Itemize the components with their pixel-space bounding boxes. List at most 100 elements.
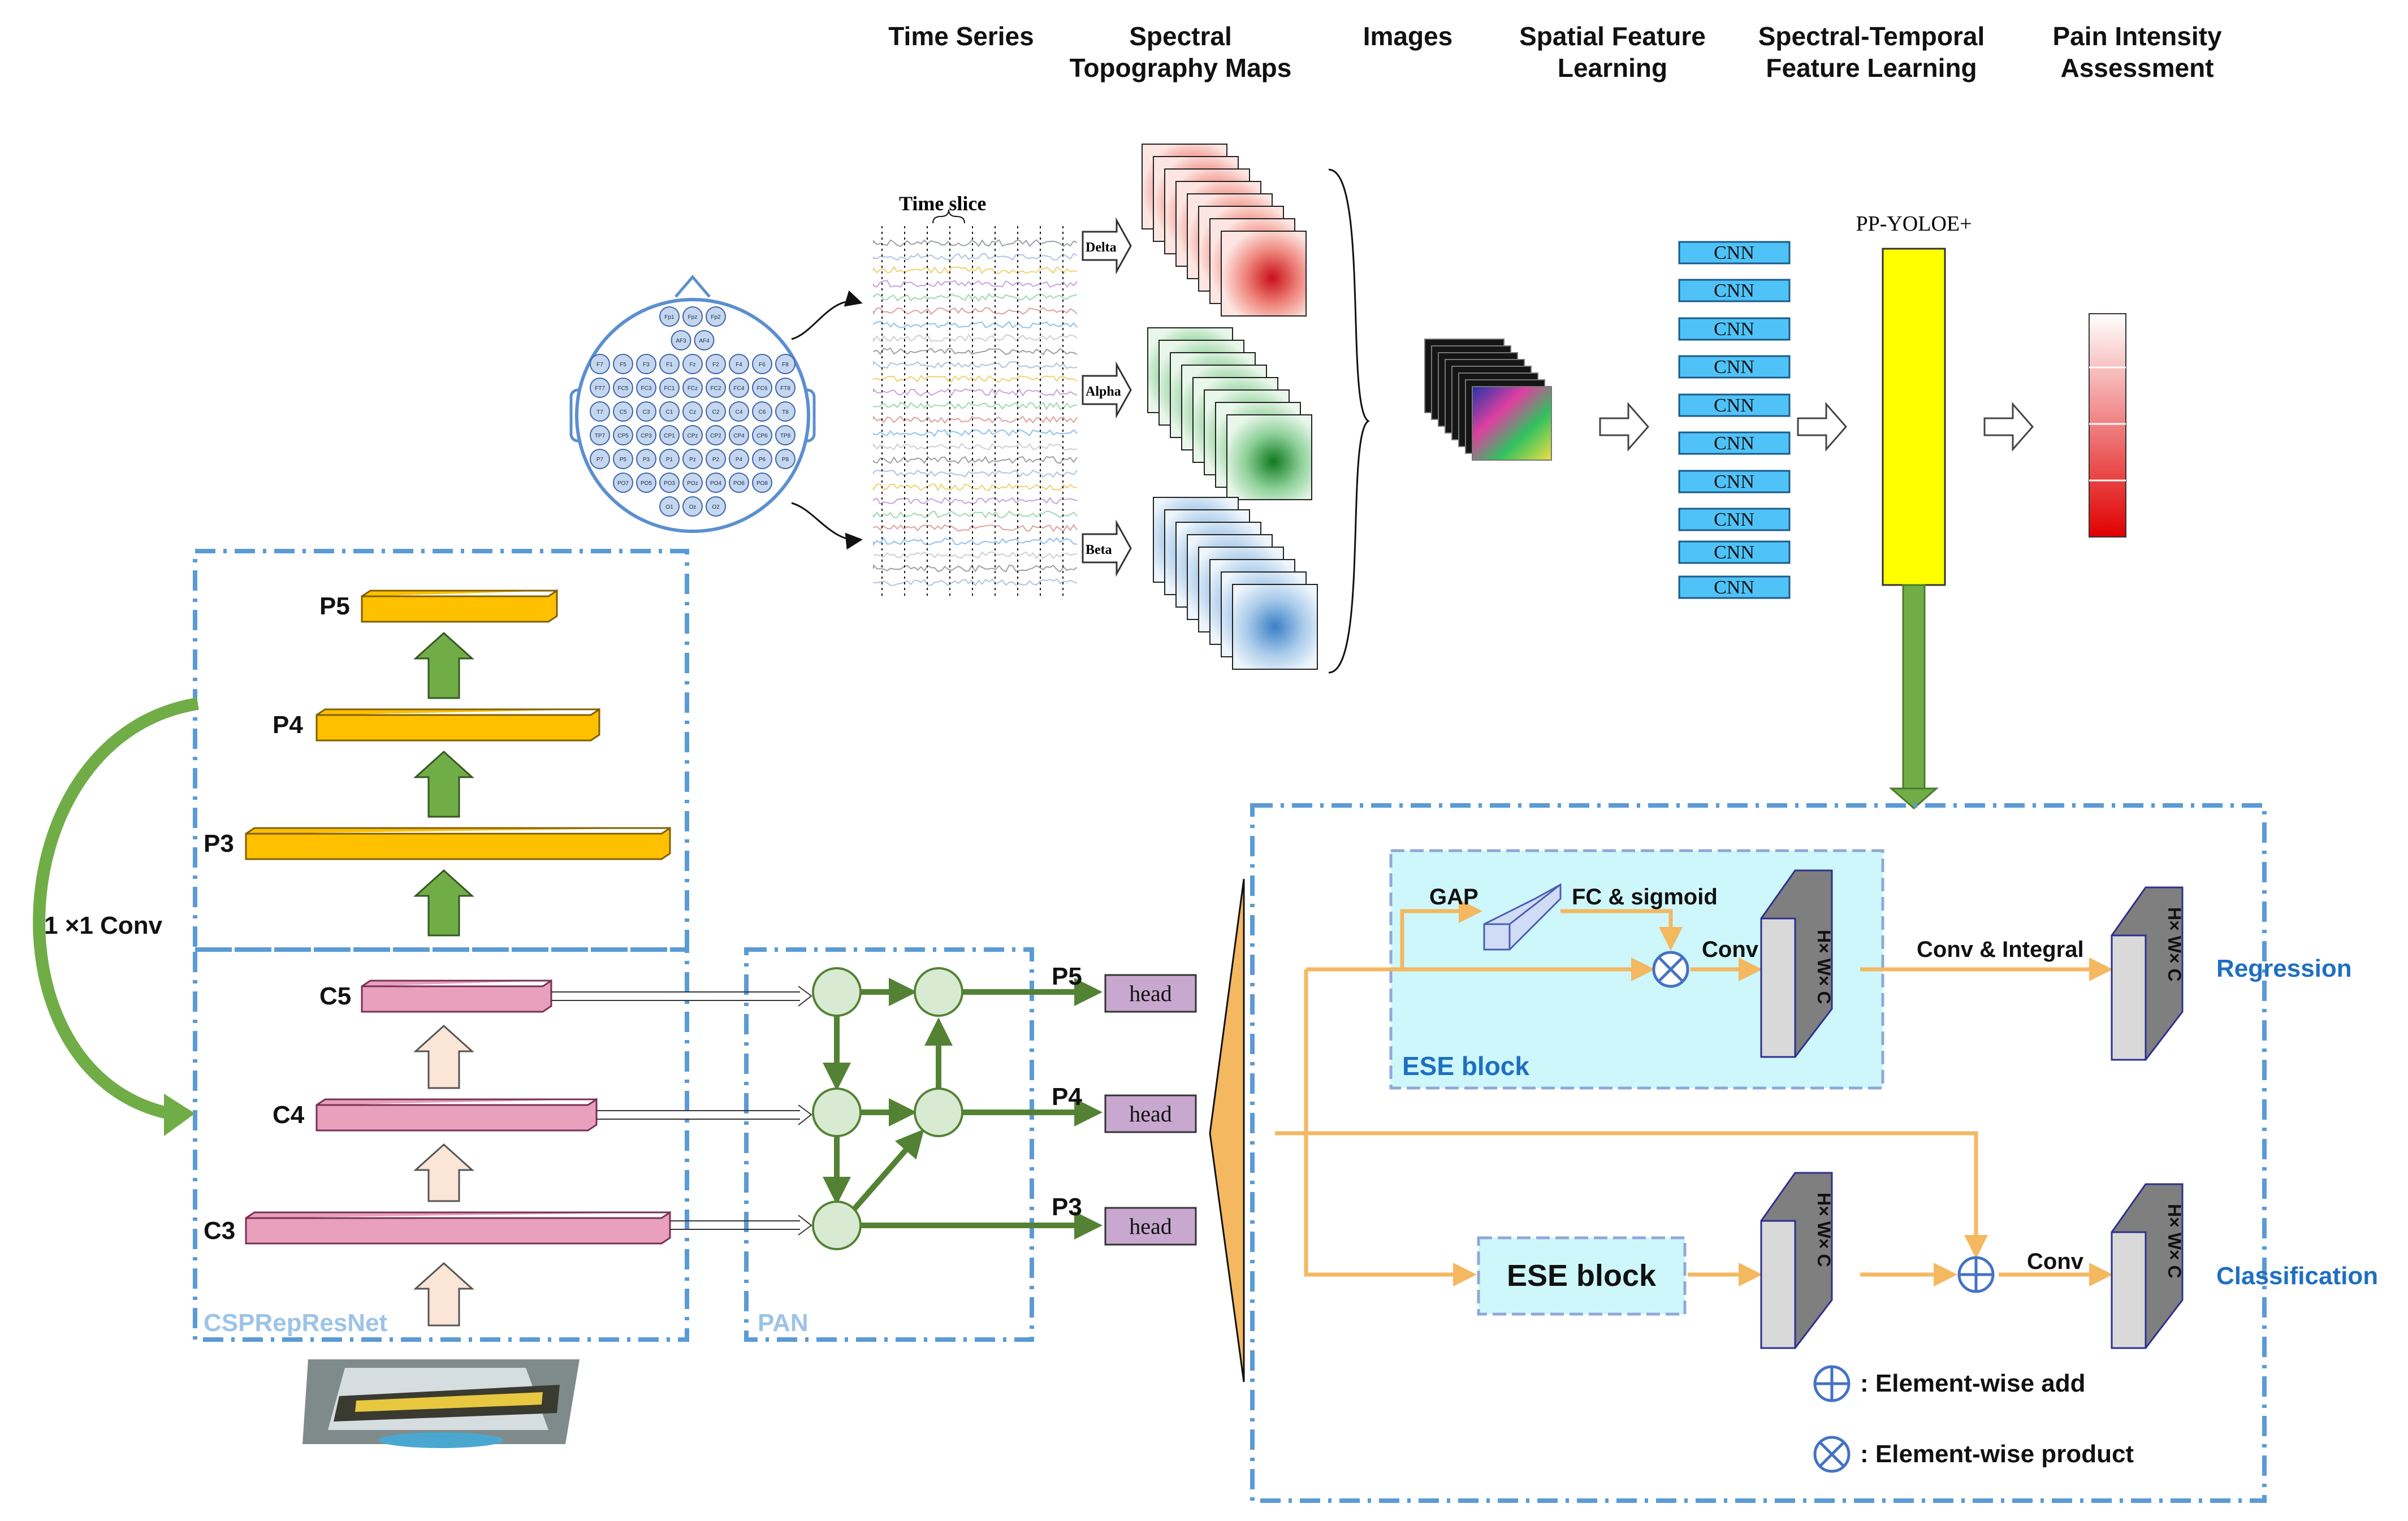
c3-lateral-head bbox=[798, 1215, 812, 1236]
legend-product-label: : Element-wise product bbox=[1860, 1440, 2134, 1468]
eeg-wave bbox=[873, 320, 1078, 329]
electrode: FC1 bbox=[659, 378, 680, 398]
pan-node-2 bbox=[914, 967, 963, 1017]
classification-map-front bbox=[2111, 1231, 2147, 1349]
c5-bar bbox=[361, 979, 552, 1013]
c4-lateral-head bbox=[798, 1104, 812, 1125]
electrode-dot bbox=[706, 473, 726, 493]
electrode-label: P2 bbox=[712, 457, 720, 463]
electrode-dot bbox=[775, 378, 796, 398]
electrode-dot bbox=[590, 378, 610, 398]
electrode-dot bbox=[729, 378, 749, 398]
electrode-label: Pz bbox=[689, 457, 696, 463]
header-spectemp-line2: Feature Learning bbox=[1766, 53, 1977, 83]
electrode: PO4 bbox=[706, 473, 726, 493]
c4-label: C4 bbox=[273, 1101, 305, 1129]
cnn-label: CNN bbox=[1714, 242, 1754, 263]
header-pain-line2: Assessment bbox=[2060, 53, 2214, 83]
p5-bar bbox=[361, 589, 558, 623]
electrode-label: AF4 bbox=[699, 338, 710, 344]
electrode: TP7 bbox=[590, 425, 610, 445]
electrode: P7 bbox=[590, 449, 610, 469]
electrode: TP8 bbox=[775, 425, 796, 445]
electrode-label: FT8 bbox=[780, 385, 790, 392]
electrode-label: Fp1 bbox=[664, 314, 675, 320]
electrode: PO6 bbox=[729, 473, 749, 493]
beta-arrow-shape bbox=[1082, 519, 1132, 577]
electrode: Oz bbox=[682, 496, 703, 517]
nose bbox=[675, 275, 711, 298]
electrode-dot bbox=[590, 425, 610, 445]
line-wedge-to-add bbox=[1275, 1131, 1988, 1259]
ese-block-bottom-label: ESE block bbox=[1507, 1259, 1657, 1293]
electrode: P4 bbox=[729, 449, 749, 469]
image-stack bbox=[1424, 339, 1552, 461]
electrode-label: Fpz bbox=[688, 314, 698, 320]
electrode-dot bbox=[613, 449, 633, 469]
electrode-label: FC3 bbox=[641, 385, 652, 392]
arrow-to-time-series-top bbox=[791, 290, 863, 340]
electrode-dot bbox=[706, 425, 726, 445]
p-up-arrows bbox=[413, 631, 474, 937]
electrode-dot bbox=[729, 401, 749, 422]
p4-label: P4 bbox=[273, 711, 303, 739]
electrode: PO7 bbox=[613, 473, 633, 493]
band-label-delta: Delta bbox=[1086, 240, 1117, 255]
delta-topomap-stack bbox=[1142, 144, 1307, 317]
electrode-dot bbox=[659, 306, 680, 327]
electrode-label: AF3 bbox=[676, 338, 686, 344]
electrode-dot bbox=[706, 496, 726, 517]
cnn-label: CNN bbox=[1714, 319, 1754, 340]
p-feature-bars: P5 P4 P3 bbox=[204, 589, 671, 860]
electrode-dot bbox=[682, 473, 703, 493]
c4-to-c5-arrow bbox=[413, 1024, 474, 1089]
electrode: CP1 bbox=[659, 425, 680, 445]
electrode: Fp2 bbox=[706, 306, 726, 327]
electrode-dot bbox=[682, 496, 703, 517]
alpha-band-arrow: Alpha bbox=[1082, 361, 1132, 419]
ppyoloe-label: PP-YOLOE+ bbox=[1856, 212, 1972, 236]
topography-map-stacks bbox=[1142, 144, 1318, 670]
electrode-label: P7 bbox=[596, 457, 604, 463]
pan-node-4 bbox=[914, 1087, 963, 1137]
electrode: Fpz bbox=[682, 306, 703, 327]
cnn-label: CNN bbox=[1714, 357, 1754, 378]
electrode: T7 bbox=[590, 401, 610, 422]
electrode-label: O1 bbox=[665, 504, 673, 510]
electrode-dot bbox=[682, 354, 703, 374]
product-cross bbox=[1658, 956, 1684, 982]
electrode-label: F6 bbox=[759, 362, 766, 368]
csprepresnet-label: CSPRepResNet bbox=[204, 1309, 388, 1337]
cnn-layer: CNN bbox=[1678, 393, 1791, 417]
feature-map-ese-dims: H× W× C bbox=[1814, 930, 1834, 1004]
electrode-label: F7 bbox=[596, 362, 603, 368]
pain-intensity-scale bbox=[2089, 313, 2126, 538]
electrode-label: P1 bbox=[666, 457, 673, 463]
electrode-dot bbox=[729, 354, 749, 374]
electrode-dot bbox=[682, 425, 703, 445]
header-time-series: Time Series bbox=[888, 21, 1034, 51]
pan-label: PAN bbox=[758, 1309, 809, 1337]
electrode: FC3 bbox=[636, 378, 656, 398]
eeg-wave bbox=[873, 578, 1078, 587]
legend: : Element-wise add : Element-wise produc… bbox=[1813, 1365, 2134, 1473]
electrode-dot bbox=[706, 354, 726, 374]
element-wise-product-symbol bbox=[1652, 951, 1689, 988]
eeg-wave bbox=[873, 388, 1078, 397]
eeg-wave bbox=[873, 415, 1078, 424]
electrode: P1 bbox=[659, 449, 680, 469]
c-feature-bars: C5 C4 C3 bbox=[204, 979, 671, 1245]
cnn-layer: CNN bbox=[1678, 540, 1791, 564]
electrode-dot bbox=[775, 401, 796, 422]
conv-1x1-label: 1 ×1 Conv bbox=[44, 912, 163, 939]
electrode: FT8 bbox=[775, 378, 796, 398]
cnn-box bbox=[1678, 279, 1791, 302]
conv-integral-label: Conv & Integral bbox=[1917, 937, 2084, 962]
electrode-label: C6 bbox=[759, 409, 766, 415]
classification-label: Classification bbox=[2216, 1262, 2378, 1290]
electrode-dot bbox=[729, 425, 749, 445]
electrode: P3 bbox=[636, 449, 656, 469]
